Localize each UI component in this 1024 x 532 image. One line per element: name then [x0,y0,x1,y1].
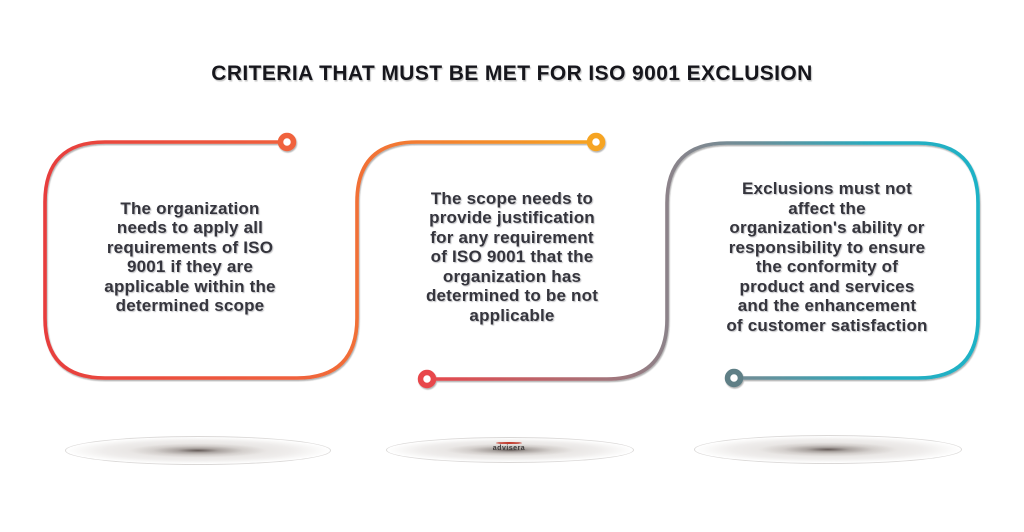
ring-terminal-card3-bottom [724,368,744,388]
ring-terminal-card2-bottom [417,369,437,389]
floor-shadow-3 [694,435,962,464]
ring-terminal-card2-top [586,132,606,152]
page-title: CRITERIA THAT MUST BE MET FOR ISO 9001 E… [211,62,813,85]
card-1-text: The organization needs to apply all requ… [104,198,276,316]
ring-terminal-card1-top [277,132,297,152]
connector-path-2 [434,141,980,381]
card-2-text: The scope needs to provide justification… [425,188,599,325]
watermark-swoosh-icon [496,442,522,444]
watermark-logo: advisera [479,442,539,452]
floor-shadow-1 [65,436,331,465]
connector-path-1 [43,140,589,380]
watermark-text: advisera [492,445,526,452]
card-3-text: Exclusions must not affect the organizat… [726,179,928,335]
